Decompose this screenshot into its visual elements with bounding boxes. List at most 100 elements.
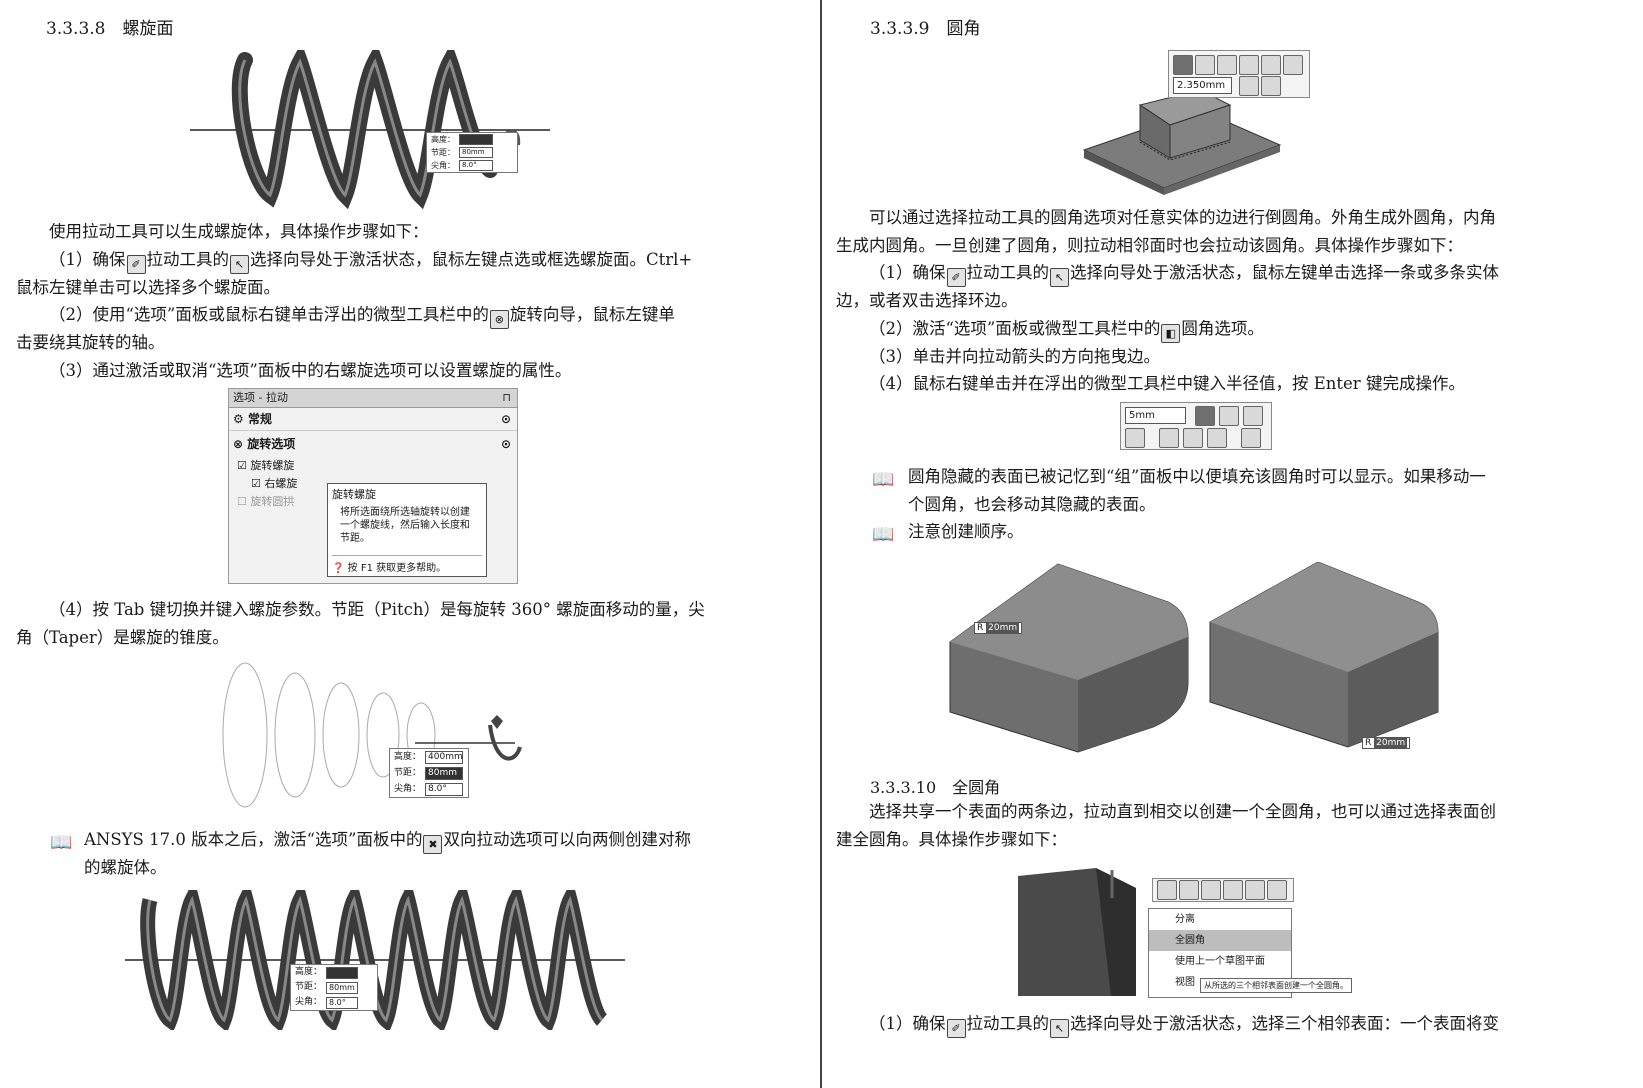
fillet-para1-line2: 生成内圆角。一旦创建了圆角，则拉动相邻面时也会拉动该圆角。具体操作步骤如下： xyxy=(836,235,1463,255)
cut-icon[interactable] xyxy=(1207,428,1227,448)
select-cursor-icon: ↖ xyxy=(230,254,249,274)
section-heading-fillet: 3.3.3.9 圆角 xyxy=(870,19,981,39)
refresh-icon[interactable] xyxy=(1241,428,1261,448)
round-icon[interactable] xyxy=(1243,406,1263,426)
pitch-input[interactable]: 80mm xyxy=(459,147,493,158)
helix-wire-drawing xyxy=(222,662,522,808)
right-body-text-1: 可以通过选择拉动工具的圆角选项对任意实体的边进行倒圆角。外角生成外圆角，内角 生… xyxy=(836,204,1636,398)
left-body-text-2: （4）按 Tab 键切换并键入螺旋参数。节距（Pitch）是每旋转 360° 螺… xyxy=(16,596,776,651)
box-icon[interactable] xyxy=(1261,55,1281,75)
cut-icon[interactable] xyxy=(1223,880,1243,900)
ruler-icon[interactable] xyxy=(1245,880,1265,900)
height-input[interactable] xyxy=(326,966,359,979)
pitch-input[interactable]: 80mm xyxy=(326,981,359,994)
chevron-up-icon[interactable]: ⊙ xyxy=(500,437,511,451)
solid-icon[interactable] xyxy=(1239,55,1259,75)
minus-icon[interactable] xyxy=(1179,880,1199,900)
book-icon: 📖 xyxy=(872,469,895,490)
taper-input[interactable]: 8.0° xyxy=(459,160,493,171)
full-round-line2: 建全圆角。具体操作步骤如下： xyxy=(836,829,1067,849)
pull-tool-icon: ✐ xyxy=(946,268,966,288)
note-text: ANSYS 17.0 版本之后，激活“选项”面板中的✖双向拉动选项可以向两侧创建… xyxy=(84,830,691,877)
pull-tool-icon: ✐ xyxy=(126,254,146,274)
radius-value-1[interactable]: 20mm xyxy=(986,623,1020,633)
helix-figure-3: 高度： 节距：80mm 尖角：8.0° xyxy=(120,878,640,1033)
rotate-helix-option[interactable]: ☑ 旋转螺旋 xyxy=(237,459,295,472)
menu-item-view[interactable]: 视图 xyxy=(1175,977,1195,988)
intro-line: 使用拉动工具可以生成螺旋体，具体操作步骤如下： xyxy=(49,222,429,241)
help-icon: ❓ xyxy=(332,563,348,574)
taper-input[interactable]: 8.0° xyxy=(425,782,464,796)
chevron-up-icon[interactable]: ⊙ xyxy=(500,412,511,426)
height-input[interactable] xyxy=(459,134,493,145)
select-cursor-icon: ↖ xyxy=(1050,1019,1069,1038)
right-page: 3.3.3.9 圆角 2.350mm 可以通过选择拉动工具的圆角选项对任意实体的… xyxy=(824,0,1643,1088)
tooltip-help: ❓ 按 F1 获取更多帮助。 xyxy=(332,555,482,574)
select-cursor-icon: ↖ xyxy=(1050,268,1069,288)
skip-icon[interactable] xyxy=(1267,880,1287,900)
fillet-step2-line: （2）激活“选项”面板或微型工具栏中的◧圆角选项。 xyxy=(836,315,1636,343)
book-icon: 📖 xyxy=(872,524,895,545)
radius-value-2[interactable]: 20mm xyxy=(1374,738,1408,748)
helix-mini-toolbar-3: 高度： 节距：80mm 尖角：8.0° xyxy=(290,964,378,1011)
skip-icon[interactable] xyxy=(1261,76,1281,96)
rotate-arch-option[interactable]: ☐ 旋转圆拱 xyxy=(237,495,295,508)
fillet-option-icon[interactable] xyxy=(1195,406,1215,426)
gear-icon: ⚙ xyxy=(233,412,248,426)
helix-drawing xyxy=(190,42,550,210)
fillet-step1-line: （1）确保✐拉动工具的↖选择向导处于激活状态，鼠标左键单击选择一条或多条实体 xyxy=(836,259,1636,288)
bidirectional-helix-drawing xyxy=(125,878,625,1033)
fillet-option-icon[interactable] xyxy=(1173,55,1193,75)
menu-item-full-round[interactable]: 全圆角 xyxy=(1149,930,1291,951)
height-input[interactable]: 400mm xyxy=(425,750,464,764)
menu-item-separate[interactable]: 分离 xyxy=(1175,914,1195,925)
fillet-radius-input[interactable]: 2.350mm xyxy=(1173,77,1232,94)
rotate-guide-icon: ⊗ xyxy=(489,310,509,330)
radius-callout-2: R 20mm xyxy=(1362,737,1411,749)
rotate-arch-checkbox[interactable]: ☐ xyxy=(237,495,247,508)
options-panel-title-bar: 选项 - 拉动 ⊓ xyxy=(229,389,517,408)
pin-icon[interactable]: ⊓ xyxy=(502,391,511,404)
helix-figure-1: 高度： 节距：80mm 尖角：8.0° xyxy=(190,42,570,210)
tooltip-body: 将所选面绕所选轴旋转以创建一个螺旋线，然后输入长度和节距。 xyxy=(340,507,470,544)
chamfer-icon[interactable] xyxy=(1219,406,1239,426)
pitch-label: 节距： xyxy=(295,982,323,992)
pull-tool-icon: ✐ xyxy=(946,1019,966,1038)
rotate-options-icon: ⊗ xyxy=(233,437,248,451)
fillet-step3-line: （3）单击并向拉动箭头的方向拖曳边。 xyxy=(869,346,1160,366)
circle-icon[interactable] xyxy=(1201,880,1221,900)
pitch-label: 节距： xyxy=(431,148,455,157)
ruler-icon[interactable] xyxy=(1125,428,1145,448)
book-icon: 📖 xyxy=(50,832,73,853)
taper-label: 尖角： xyxy=(431,161,455,170)
taper-input[interactable]: 8.0° xyxy=(326,996,359,1009)
cube-icon[interactable] xyxy=(1239,76,1259,96)
ruler-icon[interactable] xyxy=(1283,55,1303,75)
solid-icon[interactable] xyxy=(1183,428,1203,448)
step4-cont-line: 角（Taper）是螺旋的锥度。 xyxy=(16,627,229,647)
rotate-helix-checkbox[interactable]: ☑ xyxy=(237,459,247,472)
step1-cont-line: 鼠标左键单击可以选择多个螺旋面。 xyxy=(16,277,280,297)
menu-item-use-last-sketch-plane[interactable]: 使用上一个草图平面 xyxy=(1175,956,1265,967)
extrude-icon[interactable] xyxy=(1159,428,1179,448)
general-section[interactable]: ⚙ 常规 ⊙ xyxy=(229,408,517,431)
pitch-input[interactable]: 80mm xyxy=(425,766,464,780)
left-page: 3.3.3.8 螺旋面 高度： 节距：80mm 尖角：8.0° 使用拉动工具可以… xyxy=(0,0,820,1088)
height-label: 高度： xyxy=(295,967,323,977)
step4-line: （4）按 Tab 键切换并键入螺旋参数。节距（Pitch）是每旋转 360° 螺… xyxy=(49,600,705,619)
face-icon[interactable] xyxy=(1217,55,1237,75)
chamfer-icon[interactable] xyxy=(1195,55,1215,75)
rotate-helix-tooltip: 旋转螺旋 将所选面绕所选轴旋转以创建一个螺旋线，然后输入长度和节距。 ❓ 按 F… xyxy=(327,483,487,577)
options-panel: 选项 - 拉动 ⊓ ⚙ 常规 ⊙ ⊗ 旋转选项 ⊙ ☑ 旋转螺旋 ☑ 右螺旋 ☐… xyxy=(228,388,518,584)
rotate-options-section[interactable]: ⊗ 旋转选项 ⊙ xyxy=(229,431,517,457)
radius-value-input[interactable]: 5mm xyxy=(1125,407,1186,424)
right-body-text-3: （1）确保✐拉动工具的↖选择向导处于激活状态，选择三个相邻表面：一个表面将变 xyxy=(836,1010,1643,1038)
plus-icon[interactable] xyxy=(1157,880,1177,900)
right-helix-checkbox[interactable]: ☑ xyxy=(251,477,261,490)
section-heading-full-round: 3.3.3.10 全圆角 xyxy=(870,778,1001,797)
fillet-step4-line: （4）鼠标右键单击并在浮出的微型工具栏中键入半径值，按 Enter 键完成操作。 xyxy=(869,374,1465,394)
radius-label: R xyxy=(977,623,984,633)
right-helix-option[interactable]: ☑ 右螺旋 xyxy=(251,477,298,490)
left-body-text-1: 使用拉动工具可以生成螺旋体，具体操作步骤如下： （1）确保✐拉动工具的↖选择向导… xyxy=(16,218,776,384)
radius-label: R xyxy=(1365,738,1372,748)
